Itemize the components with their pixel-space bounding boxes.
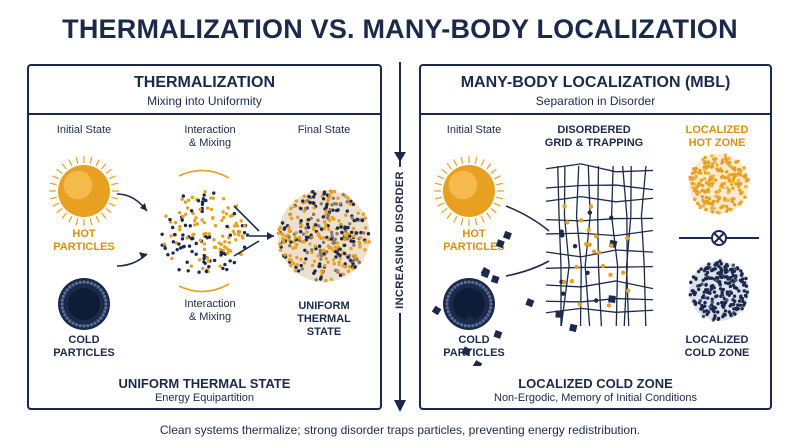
mbl-illustration [431,153,759,366]
mbl-panel: MANY-BODY LOCALIZATION (MBL) Separation … [419,64,772,410]
axis-label: INCREASING DISORDER [394,167,406,313]
thermalization-subtitle: Mixing into Uniformity [147,94,262,108]
panel-divider [29,113,380,115]
mbl-subtitle: Separation in Disorder [535,94,656,108]
uniform-state-sphere [276,189,371,283]
interaction-label-top: Interaction& Mixing [184,124,236,149]
final-state-label: Final State [297,124,351,136]
mbl-footer-subtitle: Non-Ergodic, Memory of Initial Condition… [494,392,697,404]
cold-particles-icon [58,278,110,330]
thermalization-footer-subtitle: Energy Equipartition [154,392,255,404]
mbl-footer-title: LOCALIZED COLD ZONE [518,376,673,391]
panel-divider [421,113,770,115]
flow-arrows [505,205,550,277]
localized-cold-zone [688,259,749,322]
flow-arrowheads [139,203,274,259]
hot-particles-sun-icon [49,156,119,226]
initial-state-label: Initial State [56,124,112,136]
caption: Clean systems thermalize; strong disorde… [159,423,641,437]
thermalization-footer-title: UNIFORM THERMAL STATE [118,376,291,391]
disordered-grid [431,163,654,366]
localized-hot-zone [688,153,750,215]
main-title: THERMALIZATION VS. MANY-BODY LOCALIZATIO… [62,14,738,44]
axis-arrowhead-end [394,400,406,412]
mbl-title: MANY-BODY LOCALIZATION (MBL) [460,74,731,91]
axis-arrowhead-mid [394,152,406,162]
thermalization-illustration [49,156,371,330]
interaction-label-bottom: Interaction& Mixing [184,298,236,323]
thermalization-panel: THERMALIZATION Mixing into Uniformity In… [27,64,382,410]
initial-state-label: Initial State [446,124,502,136]
no-transfer-symbol [679,230,759,246]
hot-particles-sun-icon [434,156,504,226]
flow-arrows [116,169,274,293]
thermalization-title: THERMALIZATION [133,74,275,91]
cold-particles-icon [443,278,495,330]
mixing-circle [160,190,250,274]
